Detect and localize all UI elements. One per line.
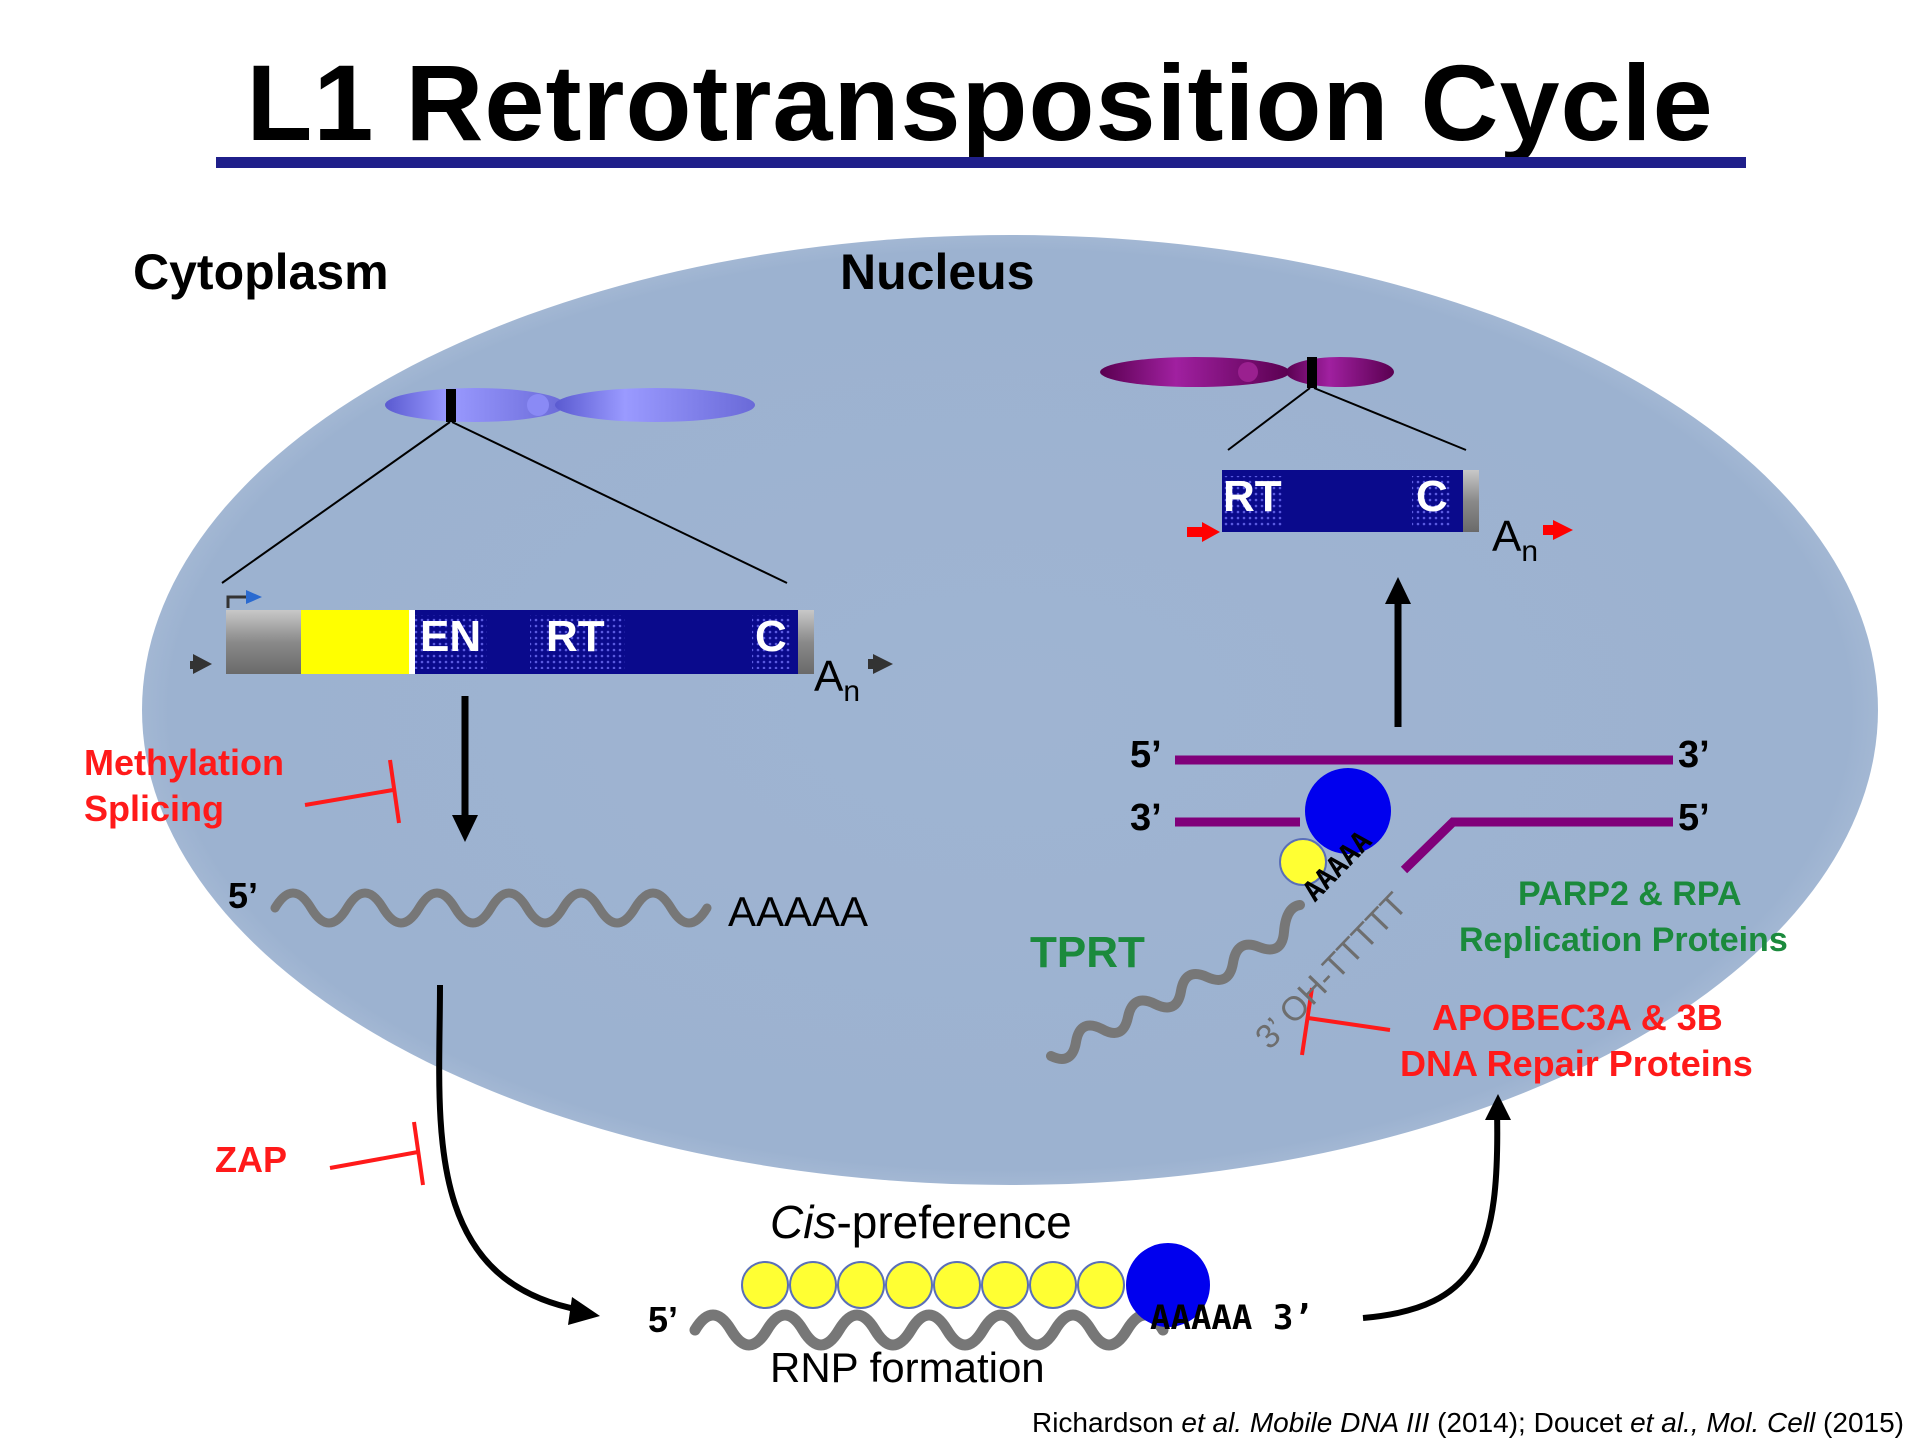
- rnp-formation-label: RNP formation: [770, 1344, 1045, 1391]
- tprt-top-five-prime: 5’: [1130, 734, 1162, 776]
- gene-left-en: EN: [420, 612, 482, 661]
- tsd-arrow-left-icon: [1202, 522, 1220, 542]
- inhibitor-zap-line: [329, 1150, 419, 1170]
- mrna-polya-tail: AAAAA: [728, 888, 869, 935]
- mrna-five-prime: 5’: [228, 875, 259, 916]
- gene-right-rt: RT: [1223, 472, 1282, 521]
- gene-right-polya: An: [1492, 512, 1539, 568]
- page-title: L1 Retrotransposition Cycle: [246, 42, 1714, 163]
- inhibitor-apobec-line: [1307, 1016, 1391, 1032]
- nucleus-label: Nucleus: [840, 244, 1035, 300]
- cytoplasm-label: Cytoplasm: [133, 244, 389, 300]
- gene-left-rt: RT: [546, 612, 605, 661]
- tprt-bottom-five-prime: 5’: [1678, 797, 1710, 839]
- dna-repair-label: DNA Repair Proteins: [1400, 1043, 1753, 1084]
- tprt-bottom-three-prime: 3’: [1130, 797, 1162, 839]
- helper-line1: PARP2 & RPA: [1518, 875, 1742, 913]
- zoom-line-right-b: [1313, 387, 1467, 451]
- zoom-line-left-a: [221, 421, 451, 584]
- import-arrow: [1362, 1109, 1501, 1321]
- target-dna-bottom-right: [1400, 817, 1673, 874]
- l1-element-right: [1187, 470, 1573, 542]
- citation: Richardson et al. Mobile DNA III (2014);…: [1031, 1407, 1904, 1438]
- tprt-label: TPRT: [1030, 928, 1145, 977]
- cis-preference-label: Cis-preference: [770, 1196, 1072, 1248]
- zap-label: ZAP: [215, 1139, 287, 1180]
- orf1p-tprt: [1279, 838, 1327, 886]
- title-underline: [216, 157, 1746, 168]
- gene-right-c: C: [1416, 472, 1448, 521]
- chromosome-left-icon: [385, 388, 755, 422]
- zoom-line-right-a: [1227, 387, 1311, 451]
- splicing-label: Splicing: [84, 788, 225, 829]
- zoom-line-left-b: [451, 421, 788, 584]
- tprt-rna-wave: [1046, 900, 1305, 1064]
- helper-line2: Replication Proteins: [1459, 921, 1788, 959]
- rnp-rna-wave: [689, 1309, 1169, 1351]
- orf2p-tprt: [1305, 768, 1391, 854]
- apobec-label: APOBEC3A & 3B: [1432, 997, 1723, 1038]
- export-arrow: [436, 984, 581, 1313]
- tprt-top-three-prime: 3’: [1678, 734, 1710, 776]
- inhibitor-methylation-line: [304, 788, 394, 807]
- methylation-label: Methylation: [84, 742, 285, 783]
- orf1p-trimers: [741, 1261, 1125, 1309]
- gene-left-c: C: [755, 612, 787, 661]
- tsd-arrow-right-icon: [1553, 520, 1573, 540]
- orf2p-rnp: [1126, 1243, 1210, 1327]
- rnp-five-prime: 5’: [648, 1299, 679, 1340]
- l1-element-left: [190, 590, 893, 674]
- l1-mrna-wave: [270, 888, 712, 928]
- rnp-tail: AAAAA 3’: [1150, 1298, 1314, 1338]
- gene-left-polya: An: [814, 652, 861, 708]
- chromosome-right-icon: [1100, 357, 1394, 388]
